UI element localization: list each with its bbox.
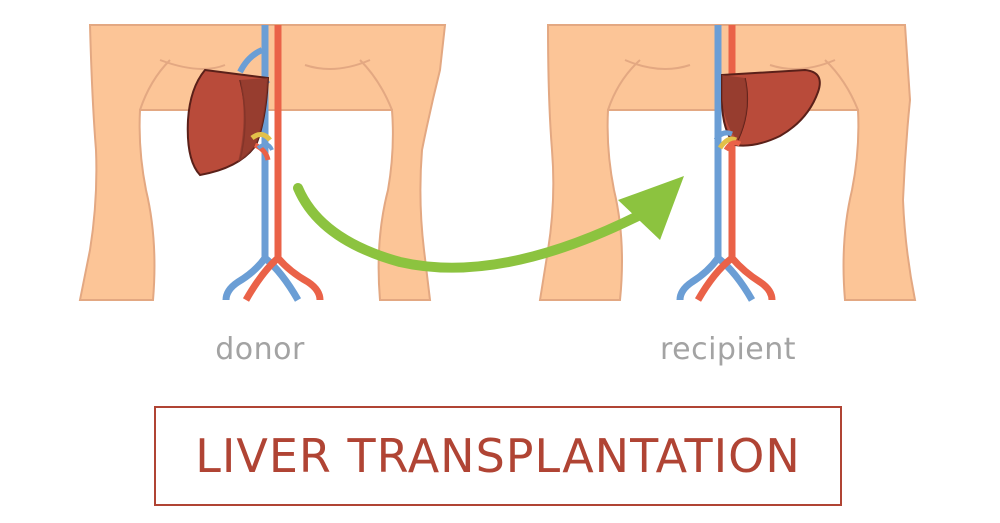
page-title: LIVER TRANSPLANTATION bbox=[195, 429, 801, 483]
donor-vessels bbox=[222, 25, 324, 302]
donor-label: donor bbox=[215, 332, 305, 367]
recipient-vessels bbox=[676, 25, 776, 302]
transfer-arrow bbox=[293, 176, 684, 273]
donor-liver bbox=[186, 47, 274, 177]
recipient-label: recipient bbox=[659, 332, 797, 367]
recipient-liver bbox=[713, 68, 821, 152]
title-box: LIVER TRANSPLANTATION bbox=[154, 406, 842, 506]
